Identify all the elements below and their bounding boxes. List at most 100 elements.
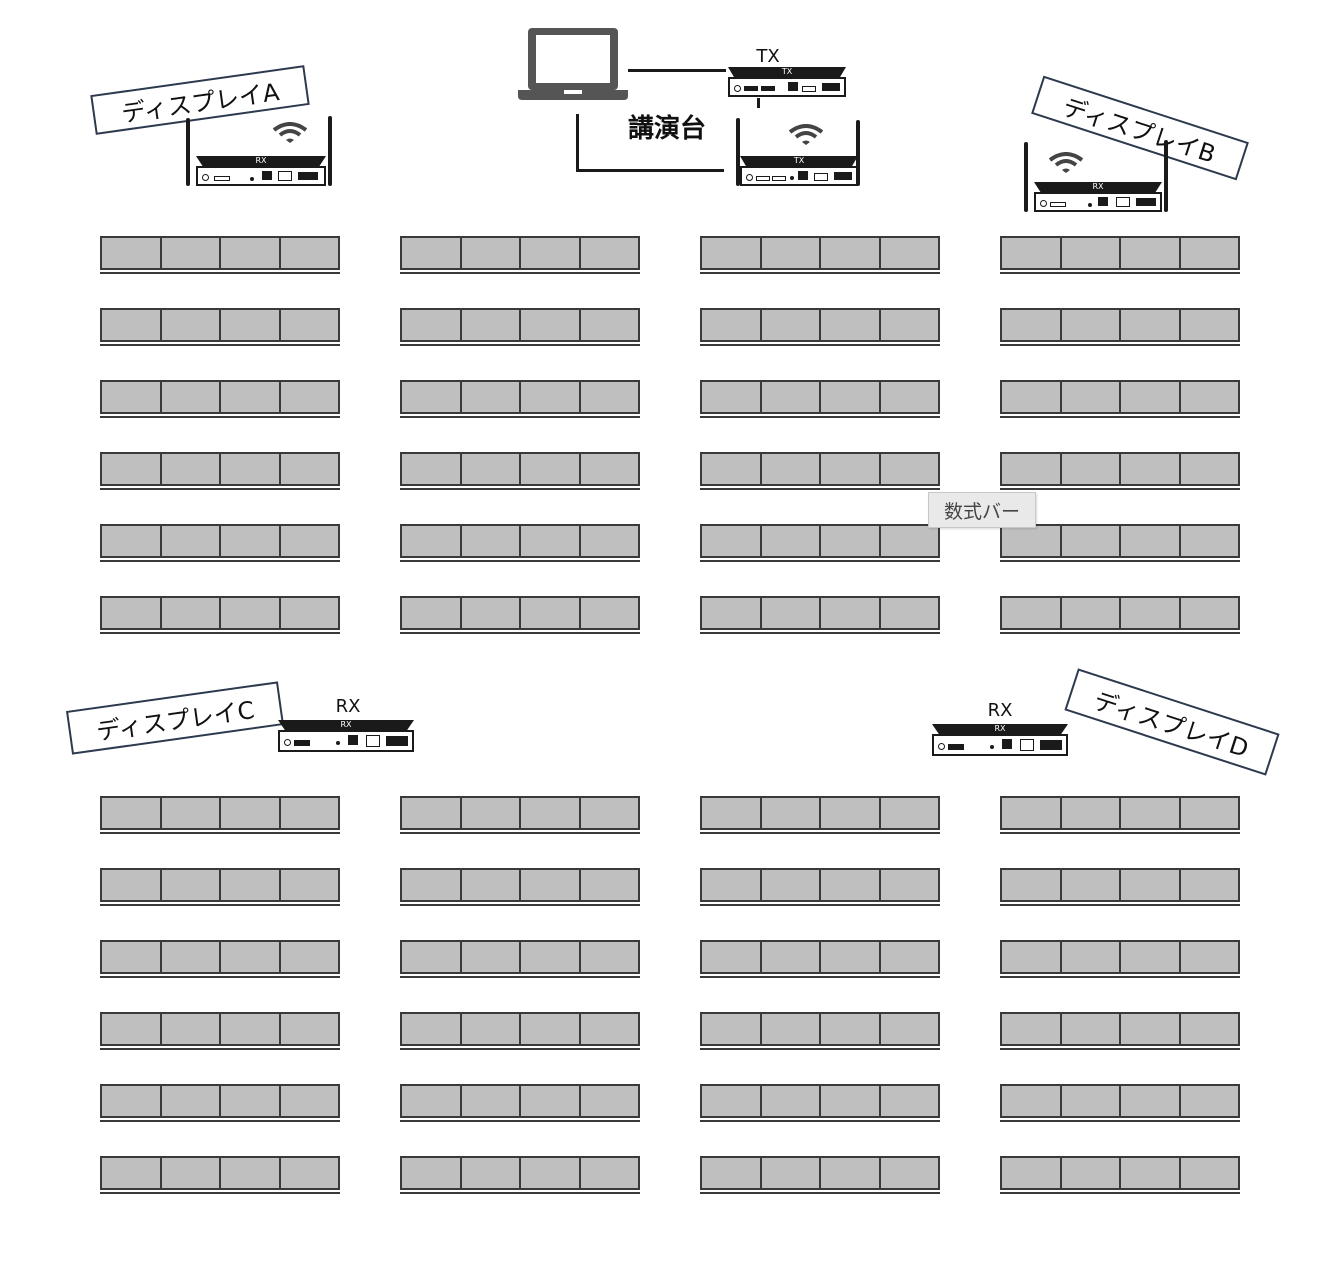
seat-cell [821,1086,881,1116]
seat-cell [761,238,821,268]
seat-cell [161,870,221,900]
seat-cell [1002,1158,1062,1188]
desk-row [100,868,340,906]
seat-cell [1121,526,1181,556]
seat-cell [521,1014,581,1044]
desk-row [700,308,940,346]
seat-cell [402,526,462,556]
seat-cell [161,942,221,972]
seat-cell [702,1086,762,1116]
seat-cell [280,1014,338,1044]
tx-antenna-right [856,120,860,186]
cable-laptop-down [576,114,579,172]
rx-b-tag: RX [1034,182,1162,192]
seat-cell [280,526,338,556]
desk-row [1000,1084,1240,1122]
desk-row [400,308,640,346]
seat-cell [1061,870,1121,900]
desk-edge [100,1048,340,1050]
seat-cell [221,1086,281,1116]
seat-cell [102,382,162,412]
seat-cell [461,1014,521,1044]
seat-cell [761,1158,821,1188]
seat-cell [580,310,638,340]
desk-edge [100,1192,340,1194]
seat-cell [402,382,462,412]
seat-cell [461,1158,521,1188]
seat-cell [1061,1086,1121,1116]
rx-c-device: RX [278,720,414,752]
desk-row [1000,796,1240,834]
seat-cell [461,238,521,268]
seat-cell [1180,1014,1238,1044]
desk-row [400,940,640,978]
seat-cell [1002,526,1062,556]
desk-row [1000,596,1240,634]
desk-edge [400,1048,640,1050]
seat-cell [1002,942,1062,972]
seat-cell [580,1014,638,1044]
desk-row [700,596,940,634]
desk-row [400,868,640,906]
seat-cell [880,310,938,340]
cable-tx-tick [757,98,760,108]
seat-cell [461,942,521,972]
seat-cell [880,942,938,972]
desk-edge [100,1120,340,1122]
desk-row [100,796,340,834]
desk-edge [400,832,640,834]
display-c-label: ディスプレイC [65,681,285,755]
seat-cell [821,310,881,340]
desk-row [700,868,940,906]
seat-cell [1002,238,1062,268]
seat-cell [521,1086,581,1116]
seat-cell [880,798,938,828]
desk-edge [700,632,940,634]
desk-edge [400,272,640,274]
desk-edge [700,1120,940,1122]
desk-edge [700,344,940,346]
seat-cell [1002,870,1062,900]
seat-cell [161,1086,221,1116]
seat-cell [461,870,521,900]
seat-cell [761,1014,821,1044]
seat-cell [221,310,281,340]
desk-row [700,1012,940,1050]
desk-edge [700,832,940,834]
seat-cell [1180,238,1238,268]
seat-cell [521,870,581,900]
desk-edge [400,1192,640,1194]
desk-row [1000,1156,1240,1194]
rx-a-antenna-right [328,116,332,186]
seat-cell [1121,598,1181,628]
desk-edge [400,560,640,562]
seat-cell [221,870,281,900]
seat-cell [702,1014,762,1044]
desk-row [700,236,940,274]
seat-cell [402,942,462,972]
seat-cell [580,1086,638,1116]
desk-row [1000,940,1240,978]
seat-cell [461,382,521,412]
formula-bar-tooltip: 数式バー [928,492,1036,528]
desk-row [400,524,640,562]
seat-cell [821,1014,881,1044]
seat-cell [580,942,638,972]
seat-cell [161,526,221,556]
seat-cell [280,1086,338,1116]
desk-edge [1000,344,1240,346]
desk-row [700,1156,940,1194]
seat-cell [580,598,638,628]
seat-cell [280,598,338,628]
seat-cell [761,942,821,972]
seat-cell [1121,798,1181,828]
wifi-icon [272,122,308,148]
seat-cell [521,526,581,556]
rx-d-device: RX [932,724,1068,756]
seat-cell [461,526,521,556]
seat-cell [1121,942,1181,972]
tx-wireless-tag: TX [740,156,858,166]
desk-edge [1000,272,1240,274]
seat-cell [702,526,762,556]
rx-d-tag: RX [932,724,1068,734]
